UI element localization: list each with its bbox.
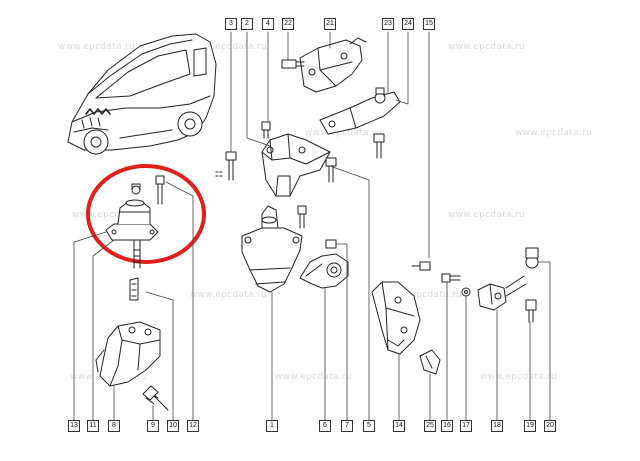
torque-rod — [299, 239, 349, 289]
callout-3[interactable]: 3 — [225, 18, 237, 30]
callout-13[interactable]: 13 — [68, 420, 80, 432]
callout-18[interactable]: 18 — [491, 420, 503, 432]
callout-14[interactable]: 14 — [393, 420, 405, 432]
callout-12[interactable]: 12 — [187, 420, 199, 432]
highlight-circle — [86, 164, 206, 264]
callout-2[interactable]: 2 — [241, 18, 253, 30]
watermark: www.epcdata.ru — [305, 128, 383, 138]
center-engine-mount — [241, 205, 307, 293]
callout-22[interactable]: 22 — [282, 18, 294, 30]
callout-16[interactable]: 16 — [441, 420, 453, 432]
left-mount-assembly — [105, 175, 165, 269]
watermark: www.epcdata.ru — [385, 290, 463, 300]
callout-6[interactable]: 6 — [319, 420, 331, 432]
leader-lines-left — [73, 181, 194, 421]
watermark: www.epcdata.ru — [480, 372, 558, 382]
callout-19[interactable]: 19 — [524, 420, 536, 432]
watermark: www.epcdata.ru — [448, 42, 526, 52]
leader-lines-center — [230, 31, 370, 421]
callout-20[interactable]: 20 — [544, 420, 556, 432]
callout-25[interactable]: 25 — [424, 420, 436, 432]
watermark: www.epcdata.ru — [190, 290, 268, 300]
callout-9[interactable]: 9 — [147, 420, 159, 432]
callout-1[interactable]: 1 — [266, 420, 278, 432]
callout-23[interactable]: 23 — [382, 18, 394, 30]
callout-4[interactable]: 4 — [262, 18, 274, 30]
callout-8[interactable]: 8 — [108, 420, 120, 432]
callout-15[interactable]: 15 — [423, 18, 435, 30]
lower-left-bracket — [95, 277, 169, 411]
callout-17[interactable]: 17 — [460, 420, 472, 432]
center-upper-bracket — [215, 121, 337, 197]
callout-10[interactable]: 10 — [167, 420, 179, 432]
upper-right-bracket — [281, 37, 367, 93]
watermark: www.epcdata.ru — [448, 210, 526, 220]
watermark: www.epcdata.ru — [72, 210, 150, 220]
right-small-rod — [441, 247, 539, 323]
callout-21[interactable]: 21 — [324, 18, 336, 30]
callout-24[interactable]: 24 — [402, 18, 414, 30]
right-upper-arm — [319, 87, 401, 159]
watermark: www.epcdata.ru — [275, 372, 353, 382]
watermark: www.epcdata.ru — [515, 128, 593, 138]
vehicle-illustration — [67, 33, 217, 155]
watermark: www.epcdata.ru — [190, 42, 268, 52]
callout-5[interactable]: 5 — [363, 420, 375, 432]
leader-lines-lower-right — [398, 261, 551, 421]
leader-lines-upper-right — [329, 31, 430, 259]
right-lower-bracket — [371, 261, 441, 375]
callout-7[interactable]: 7 — [341, 420, 353, 432]
watermark: www.epcdata.ru — [58, 42, 136, 52]
callout-11[interactable]: 11 — [87, 420, 99, 432]
